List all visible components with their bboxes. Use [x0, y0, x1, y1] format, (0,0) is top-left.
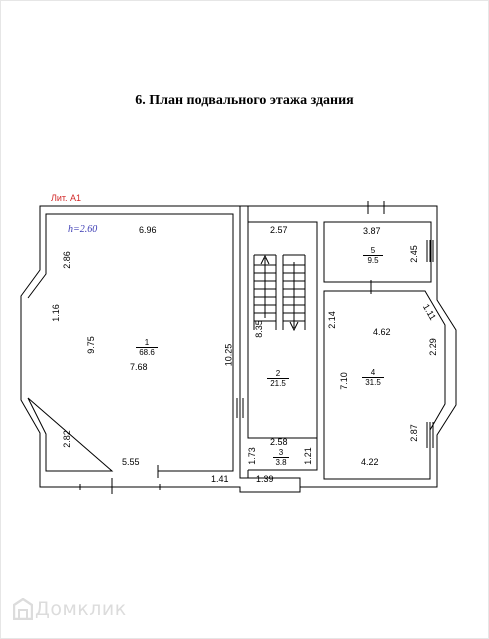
dim-label: 4.62 [373, 327, 391, 337]
dim-label: 2.14 [326, 311, 337, 329]
door-ticks [111, 201, 385, 494]
ceiling-height-label: h=2.60 [68, 224, 98, 235]
room-label-2: 2 21.5 [267, 369, 289, 388]
dim-label: 8.35 [253, 320, 264, 338]
dim-label: 6.96 [139, 225, 157, 235]
outer-wall-right [247, 205, 457, 488]
dim-label: 10.25 [223, 343, 234, 367]
stair-treads [254, 264, 305, 322]
wall-room-4 [323, 290, 446, 480]
dim-label: 4.22 [361, 457, 379, 467]
dim-label: 9.75 [85, 336, 96, 354]
dim-label: 1.16 [50, 304, 61, 322]
dim-label: 1.73 [246, 447, 257, 465]
dim-label: 2.58 [270, 437, 288, 447]
room-number: 5 [363, 246, 383, 256]
dim-label: 1.21 [302, 447, 313, 465]
room-label-1: 1 68.6 [136, 338, 158, 357]
watermark-text: Домклик [35, 598, 127, 620]
wall-room-5 [323, 221, 432, 283]
stair-arrows [260, 254, 299, 332]
room-number: 4 [362, 368, 384, 378]
room-label-5: 5 9.5 [363, 246, 383, 265]
walls [20, 201, 457, 494]
dim-label: 1.41 [211, 474, 229, 484]
dim-label: 7.68 [130, 362, 148, 372]
dim-label: 2.57 [270, 225, 288, 235]
room-area: 68.6 [139, 348, 155, 357]
room-number: 1 [136, 338, 158, 348]
room-label-3: 3 3.8 [273, 448, 289, 467]
window-room-1 [236, 398, 244, 418]
room-area: 3.8 [275, 458, 287, 467]
room-area: 21.5 [270, 379, 286, 388]
domclick-logo-icon [13, 598, 33, 620]
dim-label: 2.86 [61, 251, 72, 269]
dim-label: 3.87 [363, 226, 381, 236]
dim-label: 5.55 [122, 457, 140, 467]
plan-title: 6. План подвального этажа здания [135, 93, 354, 108]
dim-label: 7.10 [338, 372, 349, 390]
room-area: 9.5 [367, 256, 379, 265]
stairs-outline [253, 254, 306, 330]
room-label-4: 4 31.5 [362, 368, 384, 387]
window-room-5 [426, 240, 434, 262]
dim-label: 2.29 [427, 338, 438, 356]
dim-label: 2.82 [61, 430, 72, 448]
room-number: 2 [267, 369, 289, 379]
window-room-1-bottom [79, 484, 161, 490]
lit-label: Лит. А1 [51, 193, 82, 203]
dim-label: 2.87 [408, 424, 419, 442]
outer-wall-left [20, 205, 301, 493]
window-room-4 [426, 422, 434, 448]
room-area: 31.5 [365, 378, 381, 387]
dim-label: 2.45 [408, 245, 419, 263]
room-number: 3 [273, 448, 289, 458]
inner-wall-room-1 [27, 213, 234, 472]
dim-label: 1.39 [256, 474, 274, 484]
wall-room-3 [248, 437, 318, 471]
